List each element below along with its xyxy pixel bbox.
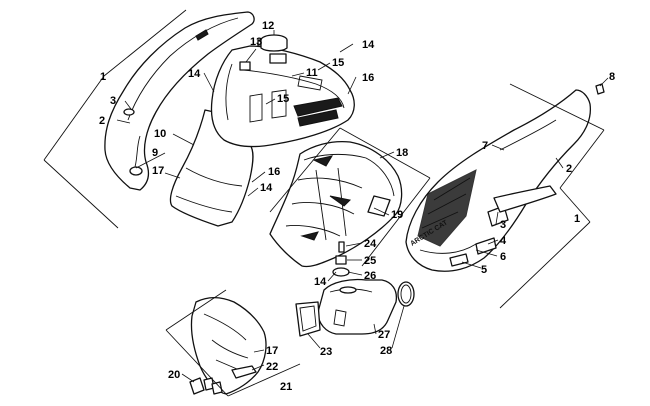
lower-panel bbox=[190, 296, 267, 395]
callout-1-right: 1 bbox=[574, 213, 580, 225]
right-window-insert bbox=[493, 185, 557, 213]
callout-25: 25 bbox=[364, 255, 376, 267]
left-side-panel bbox=[104, 11, 255, 191]
callout-21: 21 bbox=[280, 381, 292, 393]
callout-19: 19 bbox=[391, 209, 403, 221]
bracket-lines bbox=[43, 9, 605, 397]
duct-gasket bbox=[295, 301, 321, 337]
fasteners bbox=[332, 241, 350, 277]
callouts: 1 3 2 10 9 17 12 13 14 11 15 14 15 16 16… bbox=[99, 20, 615, 393]
right-side-panel bbox=[405, 89, 592, 272]
callout-17-right: 17 bbox=[266, 345, 278, 357]
callout-23: 23 bbox=[320, 346, 332, 358]
callout-9: 9 bbox=[152, 147, 158, 159]
callout-15-b: 15 bbox=[332, 57, 344, 69]
callout-16-a: 16 bbox=[362, 72, 374, 84]
callout-3-left: 3 bbox=[110, 95, 116, 107]
callout-14-a: 14 bbox=[188, 68, 201, 80]
callout-27: 27 bbox=[378, 329, 390, 341]
callout-4: 4 bbox=[500, 235, 507, 247]
callout-7: 7 bbox=[482, 140, 488, 152]
callout-14-d: 14 bbox=[314, 276, 327, 288]
callout-22: 22 bbox=[266, 361, 278, 373]
callout-14-c: 14 bbox=[260, 182, 273, 194]
callout-28: 28 bbox=[380, 345, 392, 357]
callout-12: 12 bbox=[262, 20, 274, 32]
callout-5: 5 bbox=[481, 264, 487, 276]
callout-11: 11 bbox=[306, 67, 318, 79]
callout-10: 10 bbox=[154, 128, 166, 140]
callout-14-b: 14 bbox=[362, 39, 375, 51]
cap-part bbox=[260, 34, 288, 52]
duct-ring bbox=[397, 281, 415, 307]
callout-15-a: 15 bbox=[277, 93, 289, 105]
callout-24: 24 bbox=[364, 238, 377, 250]
air-duct bbox=[317, 278, 398, 335]
callout-18: 18 bbox=[396, 147, 408, 159]
callout-6: 6 bbox=[500, 251, 506, 263]
leader-lines bbox=[116, 30, 609, 383]
fastener-8 bbox=[595, 83, 605, 95]
callout-26: 26 bbox=[364, 270, 376, 282]
callout-20: 20 bbox=[168, 369, 180, 381]
callout-1-left: 1 bbox=[100, 71, 106, 83]
console-tray bbox=[269, 140, 403, 268]
callout-16-b: 16 bbox=[268, 166, 280, 178]
callout-17-left: 17 bbox=[152, 165, 164, 177]
callout-13: 13 bbox=[250, 36, 262, 48]
upper-frame bbox=[210, 39, 355, 148]
callout-8: 8 bbox=[609, 71, 615, 83]
callout-3-right: 3 bbox=[500, 219, 506, 231]
callout-2-right: 2 bbox=[566, 163, 572, 175]
callout-2-left: 2 bbox=[99, 115, 105, 127]
